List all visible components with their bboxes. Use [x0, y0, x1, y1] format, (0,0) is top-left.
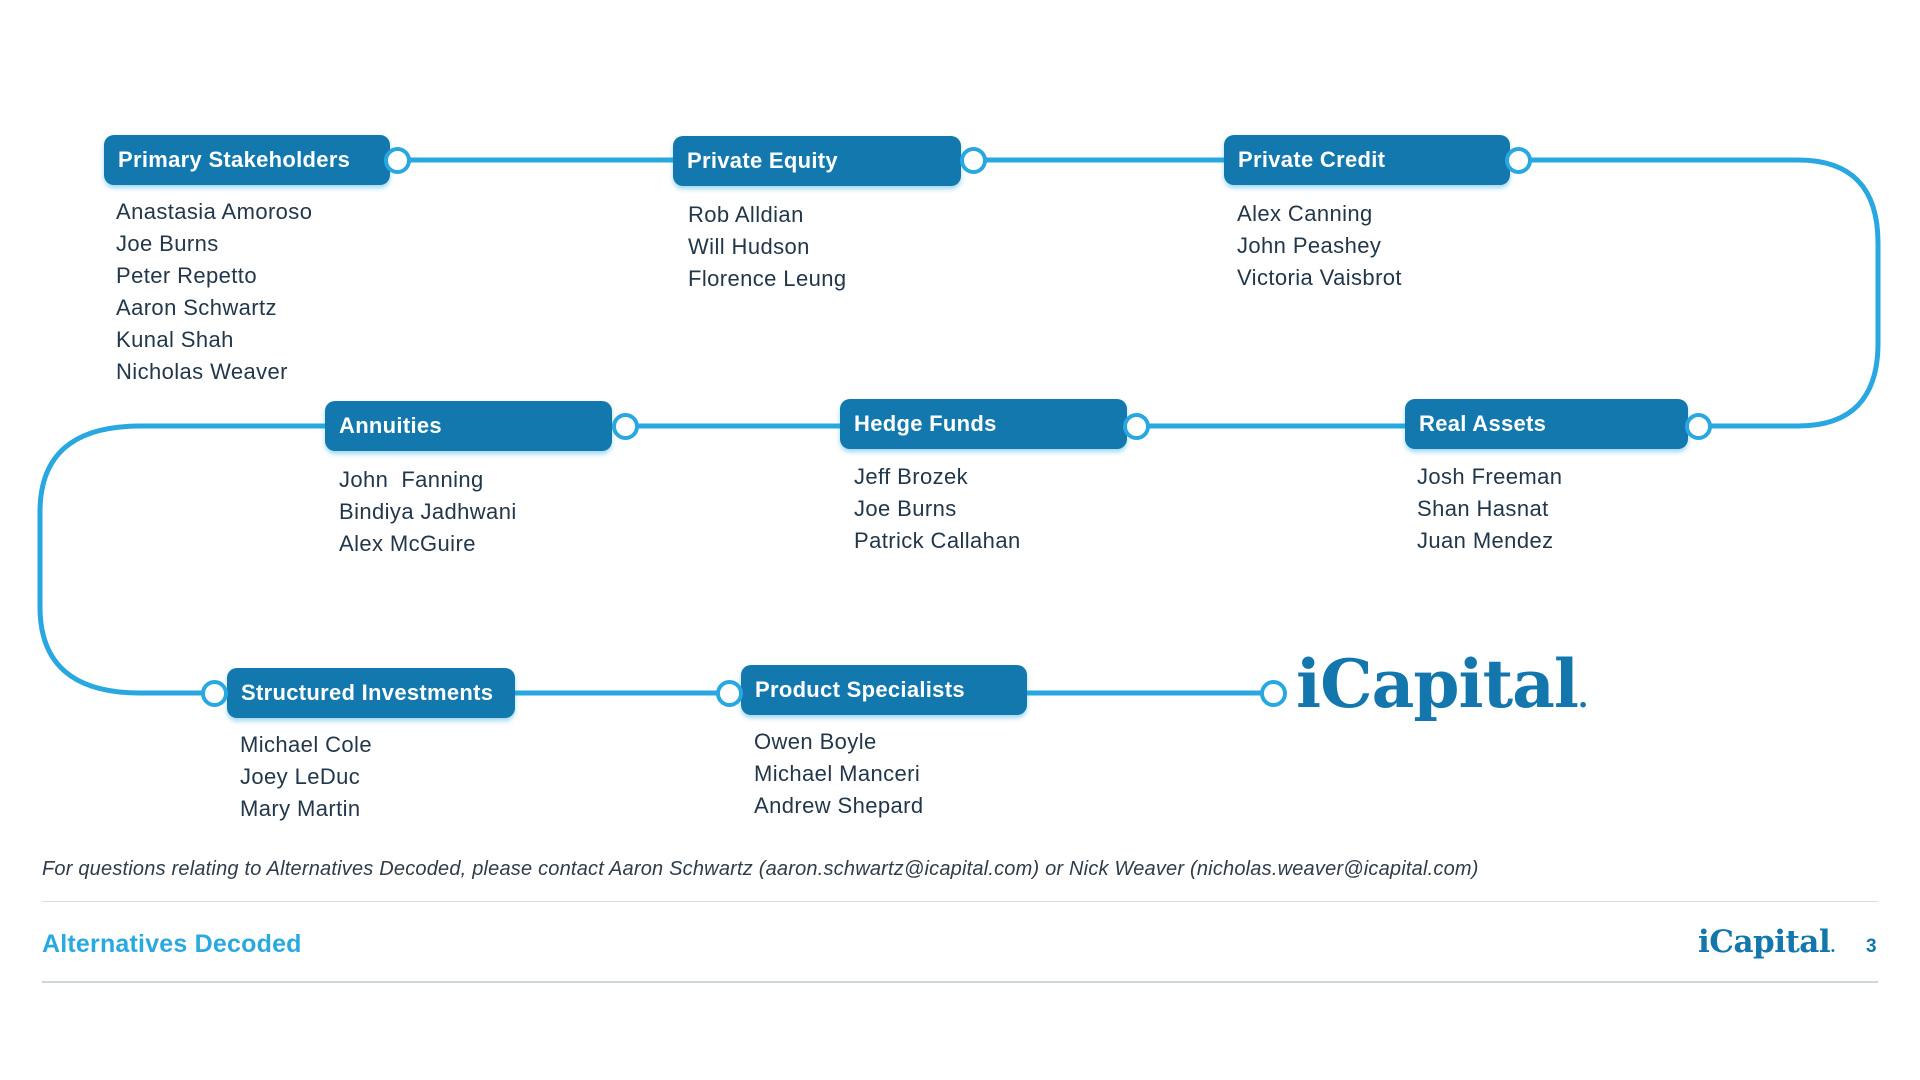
- group-box-hedge-funds: Hedge Funds: [840, 399, 1127, 449]
- member-name: Aaron Schwartz: [116, 295, 277, 320]
- group-box-real-assets: Real Assets: [1405, 399, 1688, 449]
- group-box-annuities: Annuities: [325, 401, 612, 451]
- icapital-logo: iCapital.: [1296, 645, 1588, 723]
- member-name: Mary Martin: [240, 796, 361, 821]
- member-name: Anastasia Amoroso: [116, 199, 313, 224]
- group-title: Annuities: [339, 413, 442, 438]
- group-box-primary-stakeholders: Primary Stakeholders: [104, 135, 390, 185]
- group-title: Private Equity: [687, 148, 838, 173]
- group-members-private-equity: Rob Alldian Will Hudson Florence Leung: [688, 199, 846, 295]
- group-box-private-credit: Private Credit: [1224, 135, 1510, 185]
- member-name: Alex McGuire: [339, 531, 476, 556]
- group-members-primary-stakeholders: Anastasia Amoroso Joe Burns Peter Repett…: [116, 196, 312, 388]
- contact-footnote: For questions relating to Alternatives D…: [42, 858, 1479, 880]
- group-members-private-credit: Alex Canning John Peashey Victoria Vaisb…: [1237, 198, 1402, 294]
- member-name: John Fanning: [339, 467, 484, 492]
- member-name: Josh Freeman: [1417, 464, 1563, 489]
- member-name: Will Hudson: [688, 234, 810, 259]
- member-name: Nicholas Weaver: [116, 359, 288, 384]
- member-name: Patrick Callahan: [854, 528, 1021, 553]
- connector-node: [1123, 413, 1150, 440]
- member-name: Kunal Shah: [116, 327, 234, 352]
- divider-top: [42, 901, 1878, 902]
- member-name: John Peashey: [1237, 233, 1382, 258]
- group-members-structured-investments: Michael Cole Joey LeDuc Mary Martin: [240, 729, 372, 825]
- group-title: Structured Investments: [241, 680, 494, 705]
- connector-node: [960, 147, 987, 174]
- member-name: Joe Burns: [854, 496, 957, 521]
- group-title: Primary Stakeholders: [118, 147, 351, 172]
- group-box-structured-investments: Structured Investments: [227, 668, 515, 718]
- connector-node: [201, 680, 228, 707]
- member-name: Juan Mendez: [1417, 528, 1554, 553]
- member-name: Owen Boyle: [754, 729, 877, 754]
- group-box-product-specialists: Product Specialists: [741, 665, 1027, 715]
- member-name: Jeff Brozek: [854, 464, 969, 489]
- member-name: Alex Canning: [1237, 201, 1373, 226]
- member-name: Michael Cole: [240, 732, 372, 757]
- connector-node: [384, 147, 411, 174]
- connector-node: [1260, 680, 1287, 707]
- group-title: Hedge Funds: [854, 411, 997, 436]
- group-members-annuities: John Fanning Bindiya Jadhwani Alex McGui…: [339, 464, 517, 560]
- member-name: Joe Burns: [116, 231, 219, 256]
- group-members-real-assets: Josh Freeman Shan Hasnat Juan Mendez: [1417, 461, 1562, 557]
- connector-node: [1685, 413, 1712, 440]
- connector-node: [716, 680, 743, 707]
- member-name: Bindiya Jadhwani: [339, 499, 517, 524]
- member-name: Andrew Shepard: [754, 793, 924, 818]
- member-name: Joey LeDuc: [240, 764, 361, 789]
- member-name: Michael Manceri: [754, 761, 921, 786]
- member-name: Florence Leung: [688, 266, 847, 291]
- icapital-logo-dot: .: [1577, 680, 1589, 715]
- group-title: Product Specialists: [755, 677, 965, 702]
- footer-deck-title: Alternatives Decoded: [42, 930, 302, 958]
- member-name: Shan Hasnat: [1417, 496, 1549, 521]
- member-name: Rob Alldian: [688, 202, 804, 227]
- member-name: Peter Repetto: [116, 263, 257, 288]
- footer-logo-dot: .: [1830, 937, 1836, 956]
- group-members-product-specialists: Owen Boyle Michael Manceri Andrew Shepar…: [754, 726, 923, 822]
- group-members-hedge-funds: Jeff Brozek Joe Burns Patrick Callahan: [854, 461, 1021, 557]
- member-name: Victoria Vaisbrot: [1237, 265, 1402, 290]
- footer-logo-text: iCapital: [1698, 924, 1831, 960]
- connector-node: [1505, 147, 1532, 174]
- icapital-logo-text: iCapital: [1296, 645, 1579, 723]
- group-title: Private Credit: [1238, 147, 1386, 172]
- group-title: Real Assets: [1419, 411, 1547, 436]
- group-box-private-equity: Private Equity: [673, 136, 961, 186]
- connector-node: [612, 413, 639, 440]
- page-number: 3: [1866, 936, 1877, 957]
- footer-icapital-logo: iCapital.: [1698, 924, 1836, 960]
- divider-bottom: [42, 981, 1878, 983]
